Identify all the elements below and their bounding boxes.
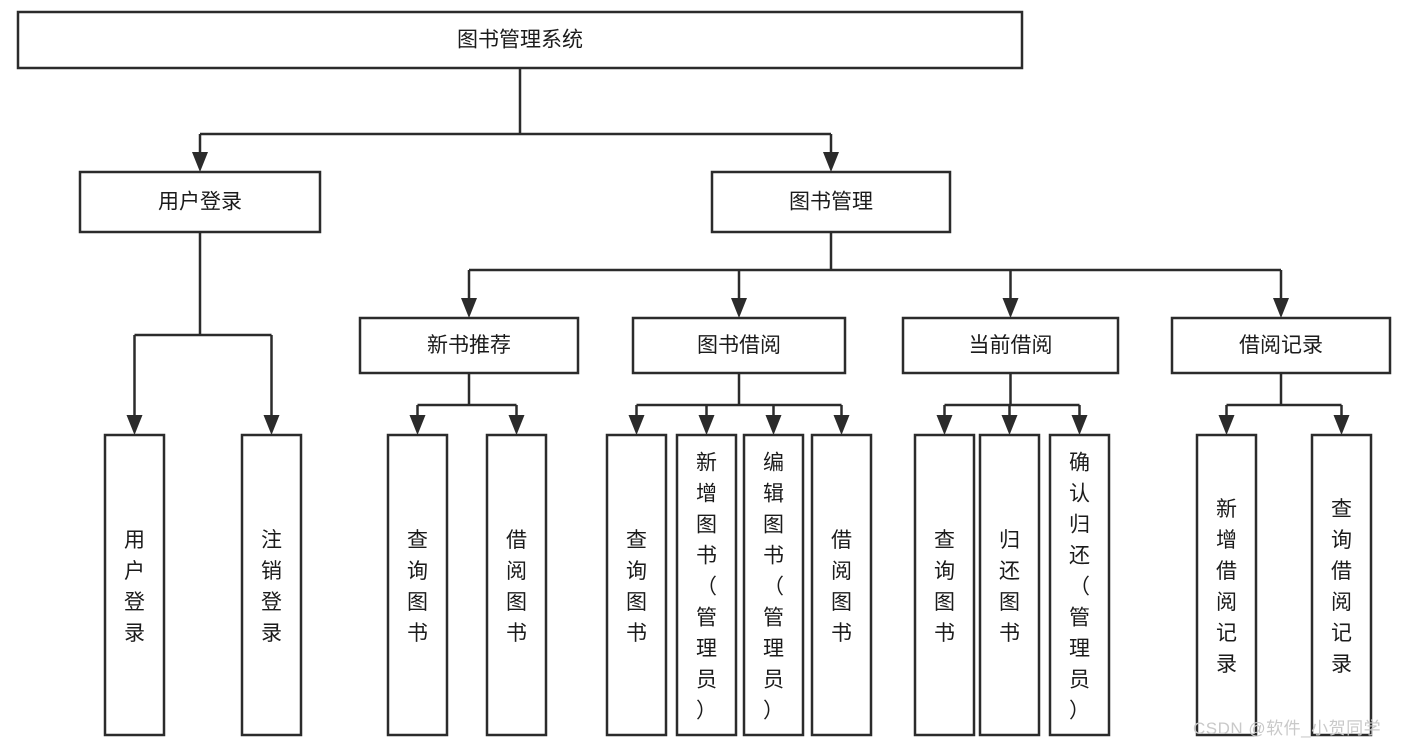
node-label: 查询图书 (407, 529, 428, 645)
node-leaf-new-query[interactable]: 查询图书 (386, 433, 449, 737)
node-l3-current[interactable]: 当前借阅 (901, 316, 1120, 375)
node-label: 新增图书（管理员） (696, 452, 717, 723)
node-box (1048, 433, 1111, 737)
node-box (810, 433, 873, 737)
node-leaf-cur-query[interactable]: 查询图书 (913, 433, 976, 737)
node-box (1195, 433, 1258, 737)
arrow-head-icon (1001, 415, 1018, 435)
node-box (901, 316, 1120, 375)
node-label: 查询图书 (934, 529, 955, 645)
node-label: 借阅记录 (1239, 334, 1323, 357)
arrow-head-icon (833, 415, 850, 435)
arrow-head-icon (1273, 298, 1289, 318)
node-leaf-new-borrow[interactable]: 借阅图书 (485, 433, 548, 737)
arrow-head-icon (823, 152, 839, 172)
arrow-head-icon (126, 415, 143, 435)
node-label: 当前借阅 (969, 334, 1053, 357)
node-box (78, 170, 322, 234)
node-box (710, 170, 952, 234)
node-l2-user[interactable]: 用户登录 (78, 170, 322, 234)
node-label: 查询借阅记录 (1331, 498, 1352, 676)
arrow-head-icon (765, 415, 782, 435)
arrow-head-icon (1218, 415, 1235, 435)
node-box (913, 433, 976, 737)
node-l3-new[interactable]: 新书推荐 (358, 316, 580, 375)
node-leaf-cur-confirm[interactable]: 确认归还（管理员） (1048, 433, 1111, 737)
node-label: 用户登录 (124, 529, 145, 645)
node-label: 借阅图书 (506, 529, 527, 645)
node-l2-book[interactable]: 图书管理 (710, 170, 952, 234)
node-leaf-rec-add[interactable]: 新增借阅记录 (1195, 433, 1258, 737)
node-leaf-cur-return[interactable]: 归还图书 (978, 433, 1041, 737)
arrow-head-icon (731, 298, 747, 318)
arrow-head-icon (698, 415, 715, 435)
node-box (103, 433, 166, 737)
arrow-head-icon (1002, 298, 1019, 318)
node-box (16, 10, 1024, 70)
node-label: 用户登录 (158, 191, 242, 214)
node-leaf-user-logout[interactable]: 注销登录 (240, 433, 303, 737)
arrow-head-icon (263, 415, 280, 435)
node-box (675, 433, 738, 737)
node-leaf-br-lend[interactable]: 借阅图书 (810, 433, 873, 737)
node-label: 图书管理系统 (457, 29, 583, 52)
node-label: 借阅图书 (831, 529, 852, 645)
node-leaf-user-login[interactable]: 用户登录 (103, 433, 166, 737)
arrow-head-icon (192, 152, 208, 172)
node-box (742, 433, 805, 737)
node-label: 编辑图书（管理员） (763, 452, 784, 723)
node-box (605, 433, 668, 737)
arrow-head-icon (1071, 415, 1088, 435)
node-label: 确认归还（管理员） (1069, 452, 1090, 723)
node-label: 归还图书 (999, 529, 1020, 645)
node-box (1170, 316, 1392, 375)
arrow-head-icon (461, 298, 477, 318)
node-label: 新书推荐 (427, 334, 511, 357)
node-l3-borrow[interactable]: 图书借阅 (631, 316, 847, 375)
node-box (1310, 433, 1373, 737)
arrow-head-icon (1333, 415, 1350, 435)
node-box (485, 433, 548, 737)
arrow-head-icon (628, 415, 645, 435)
node-leaf-rec-query[interactable]: 查询借阅记录 (1310, 433, 1373, 737)
node-box (978, 433, 1041, 737)
node-leaf-br-edit[interactable]: 编辑图书（管理员） (742, 433, 805, 737)
csdn-watermark: CSDN @软件_小贺同学 (1193, 719, 1382, 738)
arrow-head-icon (936, 415, 953, 435)
arrow-head-icon (409, 415, 426, 435)
node-layer: 图书管理系统用户登录图书管理新书推荐图书借阅当前借阅借阅记录用户登录注销登录查询… (16, 10, 1392, 737)
node-label: 图书管理 (789, 191, 873, 214)
node-label: 查询图书 (626, 529, 647, 645)
node-leaf-br-add[interactable]: 新增图书（管理员） (675, 433, 738, 737)
node-box (386, 433, 449, 737)
node-label: 新增借阅记录 (1216, 498, 1237, 676)
node-box (631, 316, 847, 375)
arrow-head-icon (508, 415, 525, 435)
node-box (358, 316, 580, 375)
node-leaf-br-query[interactable]: 查询图书 (605, 433, 668, 737)
node-box (240, 433, 303, 737)
node-l3-record[interactable]: 借阅记录 (1170, 316, 1392, 375)
node-root[interactable]: 图书管理系统 (16, 10, 1024, 70)
connector-layer (126, 68, 1350, 435)
node-label: 注销登录 (261, 529, 282, 645)
node-label: 图书借阅 (697, 334, 781, 357)
